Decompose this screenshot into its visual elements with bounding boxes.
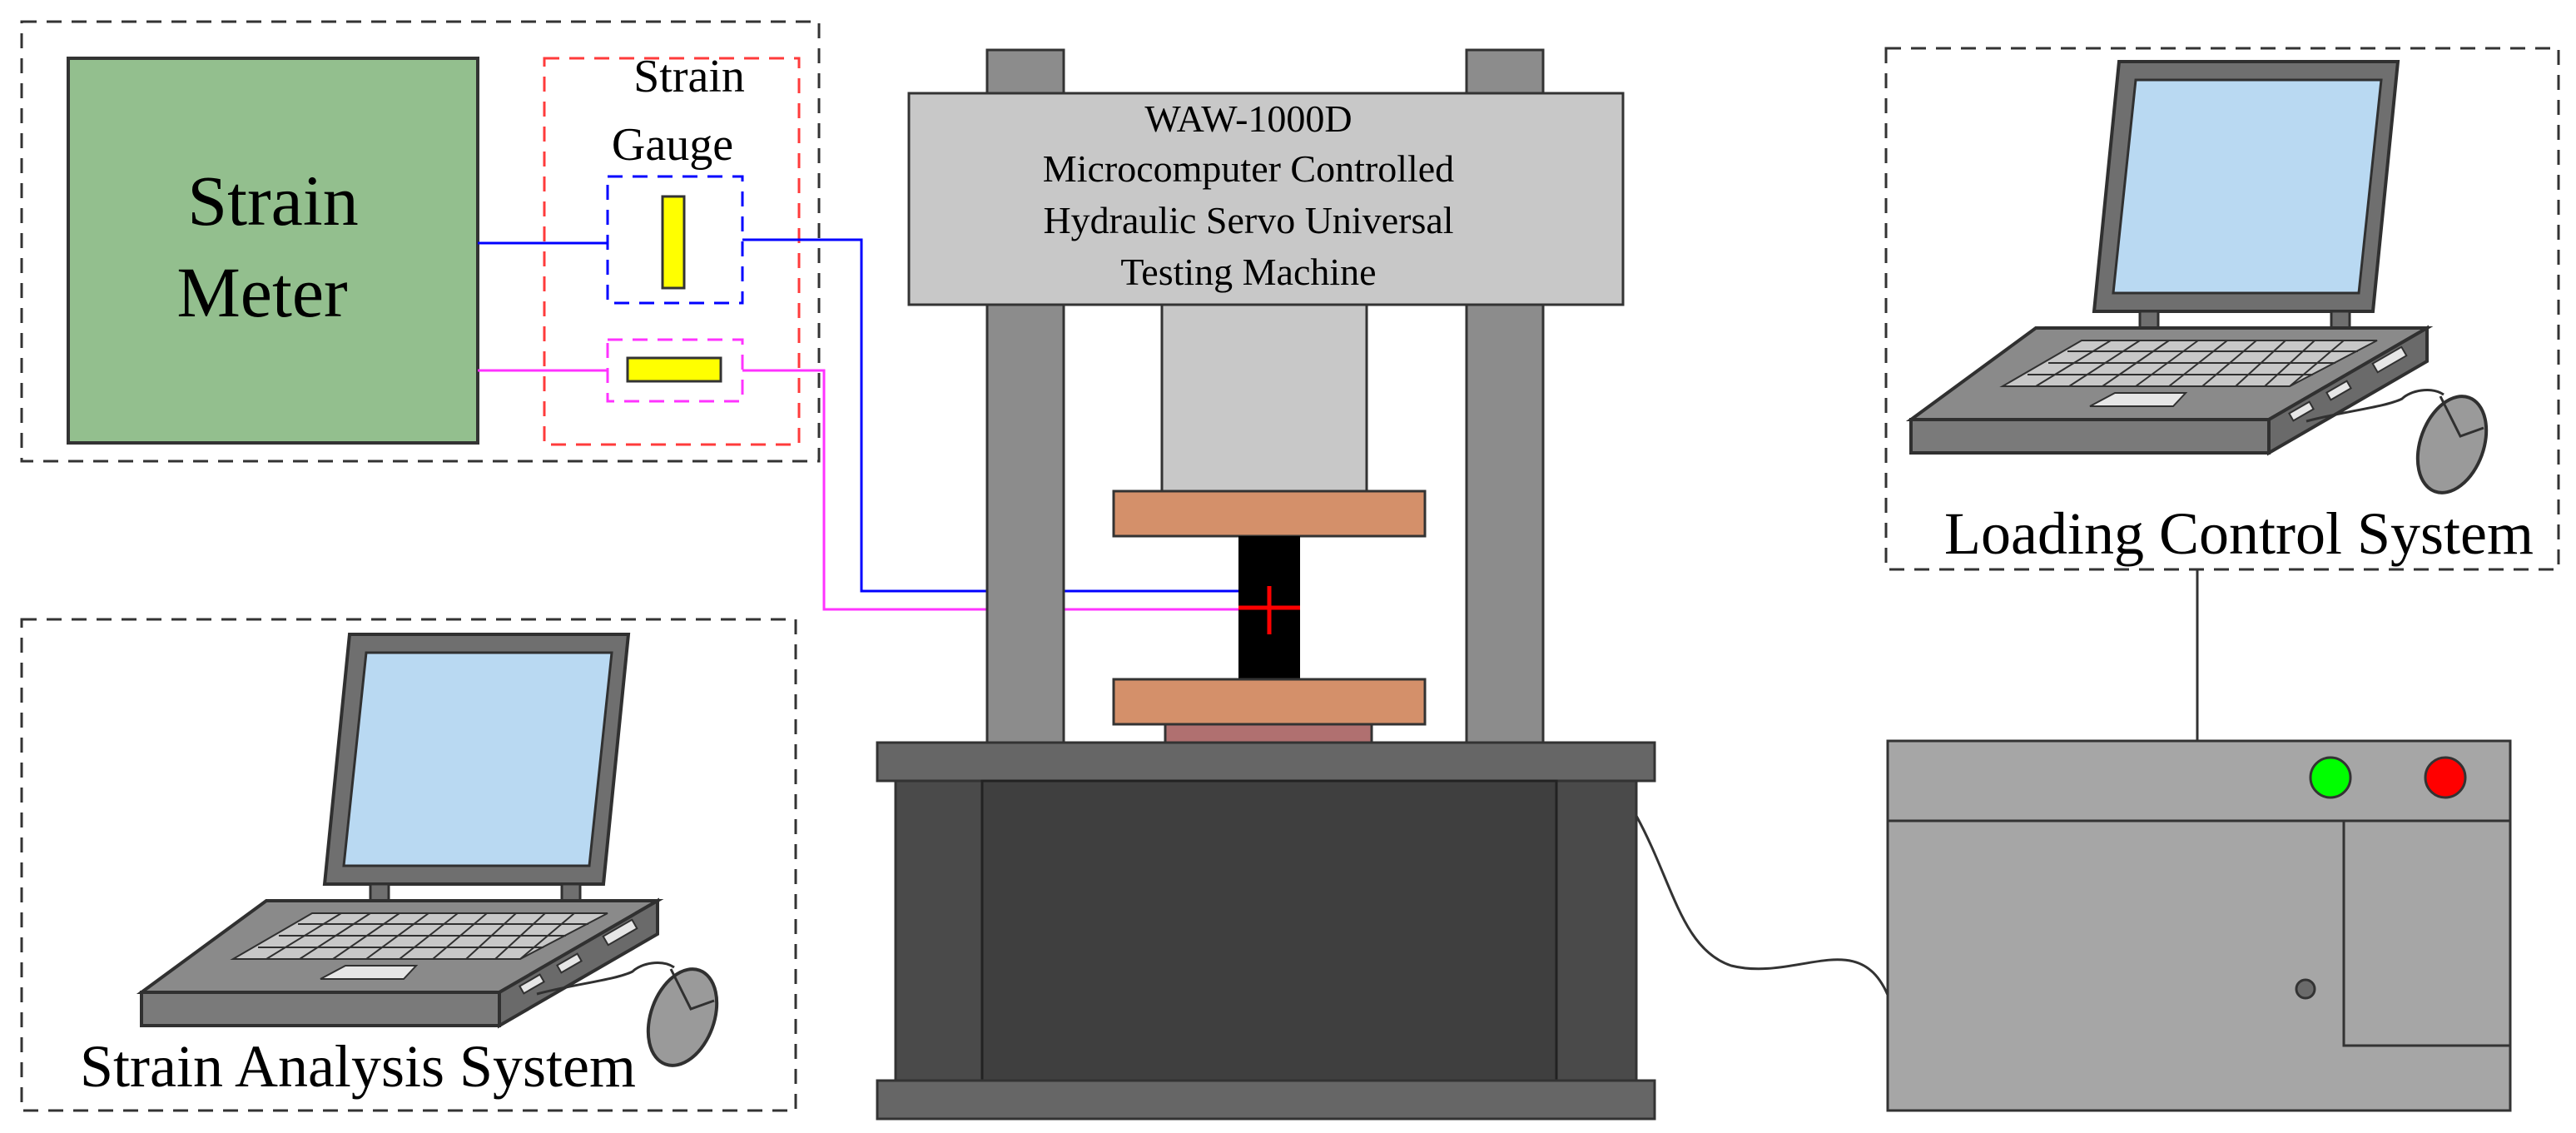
machine-label-line3: Hydraulic Servo Universal	[1043, 199, 1453, 241]
green-indicator-light	[2309, 756, 2352, 799]
controller-door	[2342, 819, 2512, 1047]
strain-meter: Strain Meter	[67, 57, 479, 445]
vertical-gauge	[661, 195, 686, 290]
right-column	[1465, 303, 1545, 744]
machine-base-panel	[980, 779, 1558, 1082]
machine-foot	[876, 1079, 1656, 1121]
loading-control-box	[1884, 47, 2560, 571]
strain-analysis-laptop	[140, 633, 732, 1077]
strain-meter-label-line2: Meter	[176, 252, 347, 332]
loading-control-laptop	[1909, 60, 2501, 504]
controller-top	[1886, 739, 2512, 822]
controller-cabinet	[1886, 739, 2512, 1112]
horizontal-gauge	[626, 356, 722, 383]
strain-meter-label-line1: Strain	[187, 161, 358, 241]
strain-gauge-label-line1: Strain	[633, 51, 745, 102]
strain-meter-box	[67, 57, 479, 445]
strain-gauge-box	[543, 57, 801, 446]
strain-measurement-box	[20, 20, 821, 463]
controller-knob	[2295, 978, 2316, 1000]
right-column-top	[1465, 48, 1545, 95]
controller-cable	[1635, 815, 1891, 1000]
machine-header	[907, 92, 1625, 306]
machine-label-line4: Testing Machine	[1120, 251, 1376, 293]
strain-gauge-group: Strain Gauge	[543, 51, 801, 446]
platen-base	[1164, 723, 1373, 744]
left-column-top	[985, 48, 1065, 95]
strain-gauge-label-line2: Gauge	[612, 119, 733, 171]
blue-wire-specimen	[742, 238, 1273, 593]
lower-platen	[1112, 678, 1427, 726]
machine-label-line2: Microcomputer Controlled	[1043, 147, 1454, 190]
testing-machine: WAW-1000D Microcomputer Controlled Hydra…	[876, 48, 1656, 1121]
hydraulic-ram	[1160, 303, 1368, 493]
machine-table	[876, 741, 1656, 783]
strain-analysis-label: Strain Analysis System	[80, 1033, 636, 1100]
vertical-gauge-box	[606, 175, 744, 305]
red-indicator-light	[2424, 756, 2467, 799]
loading-control-label: Loading Control System	[1944, 500, 2534, 567]
strain-analysis-box	[20, 618, 797, 1112]
upper-platen	[1112, 489, 1427, 538]
left-column	[985, 303, 1065, 744]
machine-label-line1: WAW-1000D	[1144, 97, 1352, 140]
